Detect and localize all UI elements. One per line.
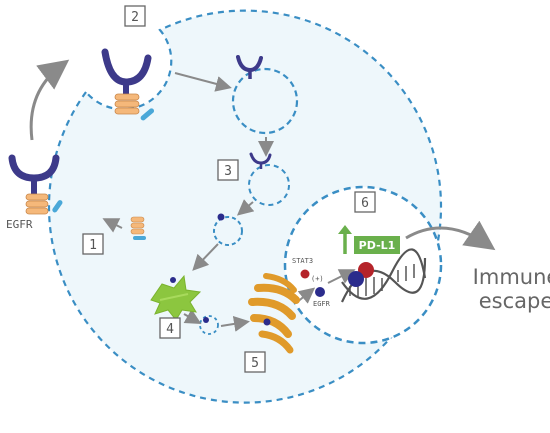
egfr-outside-label: EGFR [6,218,33,231]
kinase-fragment [130,216,146,240]
svg-text:2: 2 [131,10,139,25]
molecule-dot [170,277,176,283]
endosome-large [231,67,299,135]
step-box-3: 3 [217,159,239,181]
stat3-dot [300,269,310,279]
pdl1-box [354,236,400,254]
svg-text:3: 3 [224,164,232,179]
arrow-immune-escape [405,220,496,251]
pdl1-up-arrow [338,225,352,254]
endosome-medium [248,164,290,206]
step-box-4: 4 [159,317,181,339]
pdl1-label: PD-L1 [359,239,396,252]
molecule-dot [203,317,209,323]
step-box-6: 6 [354,191,376,213]
molecule-dot [263,318,271,326]
egfr-bound [348,271,364,287]
receptor-invagination [101,48,155,121]
plus-label: (+) [311,275,324,283]
immune-escape-line2: escape [479,289,550,313]
receptor-endosome-large [236,55,263,79]
arrow-invagination-to-endosome [174,72,232,92]
arrow-lysosome-to-vesicle [183,309,202,324]
arrow-kinase-to-membrane [102,218,123,233]
receptor-endosome-medium [249,152,272,169]
svg-text:6: 6 [361,196,369,211]
svg-text:4: 4 [166,322,174,337]
vesicle-tiny [199,315,219,335]
svg-text:5: 5 [251,356,259,371]
step-box-2: 2 [124,5,146,27]
arrow-small-to-lysosome [192,243,219,271]
receptor-icon [8,154,60,196]
kinase-domain-icon [25,193,63,215]
stat3-label: STAT3 [292,257,313,265]
step-box-5: 5 [244,351,266,373]
molecule-dot [217,213,225,221]
lysosome-icon [150,274,202,321]
egfr-nucleus-label: EGFR [313,300,331,308]
step-box-1: 1 [82,233,104,255]
egfr-dot [315,287,325,297]
golgi-icon [248,273,300,354]
arrow-vesicle-to-golgi [220,315,250,332]
svg-text:1: 1 [89,238,97,253]
recycling-arrow [29,59,70,141]
endosome-small [213,216,243,246]
arrow-egfr-to-dna [327,269,356,284]
arrow-endosome-to-small [236,199,255,216]
